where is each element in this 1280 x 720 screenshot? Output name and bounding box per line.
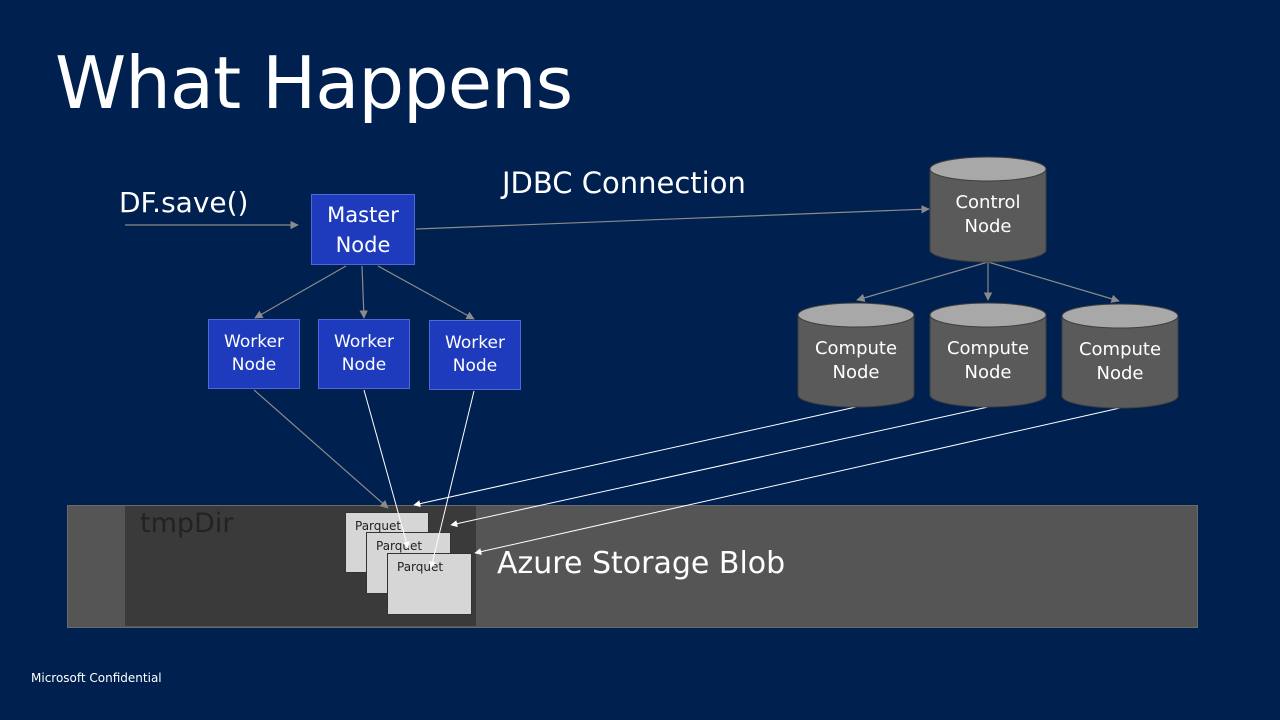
arrow-master-to-worker-1 xyxy=(254,265,347,319)
worker-node-3: Worker Node xyxy=(429,320,521,390)
azure-storage-blob-label: Azure Storage Blob xyxy=(497,546,786,581)
arrow-compute-3-to-parquet xyxy=(474,407,1121,556)
arrow-master-to-control xyxy=(415,205,930,230)
parquet-file-label: Parquet xyxy=(355,519,402,533)
master-node: Master Node xyxy=(311,194,415,265)
arrow-control-to-compute-1 xyxy=(856,261,989,302)
master-node-label: Master Node xyxy=(327,202,399,257)
worker-node-2: Worker Node xyxy=(318,319,410,389)
arrow-compute-1-to-parquet xyxy=(413,406,857,508)
control-node-label: Control Node xyxy=(955,192,1021,237)
arrow-master-to-worker-2 xyxy=(359,265,368,319)
parquet-file-label: Parquet xyxy=(376,539,423,553)
tmpdir-label: tmpDir xyxy=(140,508,234,539)
control-node-cylinder xyxy=(929,156,1047,263)
compute-node-cylinder-1 xyxy=(797,302,915,408)
arrow-worker-2-to-parquet xyxy=(363,389,410,549)
worker-node-label: Worker Node xyxy=(224,332,284,375)
arrow-control-to-compute-3 xyxy=(987,261,1120,303)
compute-node-label-2: Compute Node xyxy=(946,338,1030,383)
arrow-worker-1-to-parquet xyxy=(253,389,389,509)
compute-node-cylinder-2 xyxy=(929,302,1047,408)
compute-node-cylinder-3 xyxy=(1061,303,1179,409)
footer-confidential: Microsoft Confidential xyxy=(31,671,162,685)
worker-node-label: Worker Node xyxy=(445,333,505,376)
arrow-worker-3-to-parquet xyxy=(429,390,475,569)
df-save-label: DF.save() xyxy=(119,186,249,219)
worker-node-label: Worker Node xyxy=(334,332,394,375)
compute-node-label-1: Compute Node xyxy=(814,338,898,383)
worker-node-1: Worker Node xyxy=(208,319,300,389)
arrow-master-to-worker-3 xyxy=(377,265,475,320)
arrow-compute-2-to-parquet xyxy=(450,406,989,528)
jdbc-connection-label: JDBC Connection xyxy=(502,166,746,200)
compute-node-label-3: Compute Node xyxy=(1078,339,1162,384)
slide-title: What Happens xyxy=(55,41,573,125)
